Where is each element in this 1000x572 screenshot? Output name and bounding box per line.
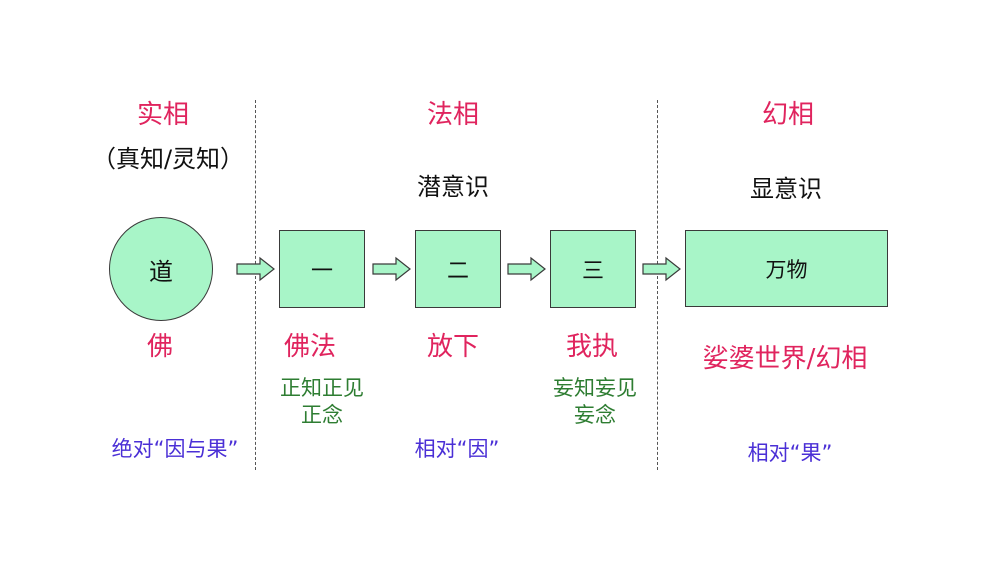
section-subtitle-illusion: 显意识: [750, 175, 822, 203]
node-dao-label: 道: [149, 257, 173, 286]
divider-left: [255, 100, 256, 470]
note-false-view: 妄知妄见: [553, 376, 637, 400]
section-subtitle-dharma: 潜意识: [417, 173, 489, 201]
label-buddha-dharma: 佛法: [283, 332, 337, 362]
footer-relative-cause: 相对“因”: [414, 437, 500, 461]
label-saha-world: 娑婆世界/幻相: [702, 344, 868, 374]
note-false-thought: 妄念: [574, 403, 616, 427]
note-right-view: 正知正见: [280, 376, 364, 400]
section-subtitle-real: （真知/灵知）: [91, 145, 245, 173]
label-buddha: 佛: [146, 332, 174, 362]
node-dao: 道: [109, 217, 213, 321]
arrow-icon: [236, 256, 275, 282]
node-three: 三: [550, 230, 636, 308]
node-two: 二: [415, 230, 501, 308]
node-three-label: 三: [581, 259, 604, 284]
label-let-go: 放下: [426, 332, 480, 362]
arrow-icon: [507, 256, 546, 282]
node-two-label: 二: [446, 259, 469, 284]
label-ego-attachment: 我执: [565, 332, 619, 362]
divider-right: [657, 100, 658, 470]
footer-absolute: 绝对“因与果”: [111, 437, 239, 461]
node-all-things-label: 万物: [765, 257, 808, 282]
section-title-dharma: 法相: [426, 100, 480, 130]
arrow-icon: [372, 256, 411, 282]
arrow-icon: [642, 256, 681, 282]
footer-relative-effect: 相对“果”: [747, 441, 833, 465]
section-title-real: 实相: [136, 100, 190, 130]
note-right-mindfulness: 正念: [301, 403, 343, 427]
section-title-illusion: 幻相: [761, 100, 815, 130]
node-all-things: 万物: [685, 230, 888, 307]
node-one-label: 一: [310, 259, 333, 284]
node-one: 一: [279, 230, 365, 308]
